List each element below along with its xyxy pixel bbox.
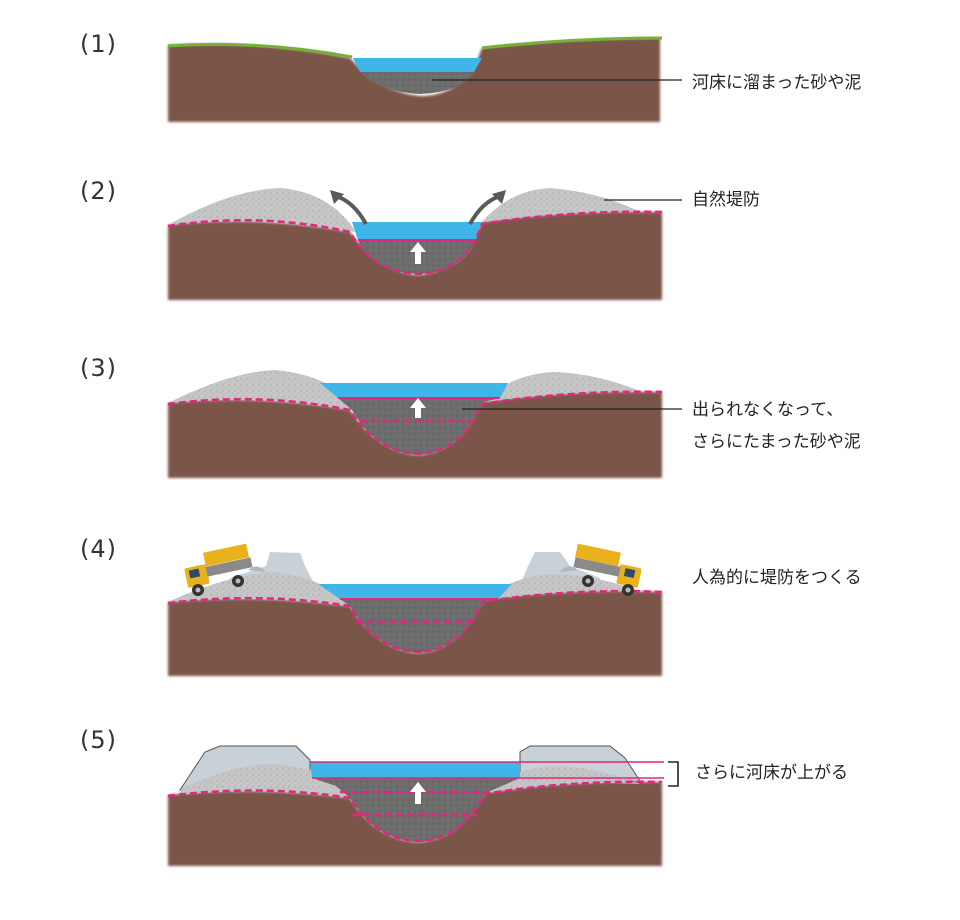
soil — [168, 38, 660, 122]
soil — [168, 211, 662, 300]
water — [318, 584, 512, 599]
natural-levee-right — [488, 766, 640, 792]
step-5-number: (5) — [80, 726, 117, 754]
old-ground-dashed — [167, 780, 663, 843]
old-ground-dashed — [167, 210, 663, 276]
grass-right — [481, 36, 663, 50]
water — [310, 762, 520, 778]
panel-1 — [167, 36, 682, 122]
dump-truck-right-icon — [560, 543, 642, 596]
up-arrow-icon — [410, 782, 426, 804]
trapped-sediment-label-line1: 出られなくなって、 — [692, 400, 844, 420]
natural-levee-left — [168, 572, 350, 606]
soil — [168, 591, 662, 676]
natural-levee-right — [484, 372, 642, 402]
overflow-arrow-right-head — [492, 190, 506, 204]
water — [353, 58, 482, 72]
up-arrow-icon — [410, 398, 426, 418]
natural-levee-right — [482, 188, 640, 222]
water — [320, 383, 508, 398]
overflow-arrow-left-head — [330, 190, 344, 204]
sediment-label: 河床に溜まった砂や泥 — [692, 73, 862, 93]
panel-5 — [167, 745, 679, 866]
grass-left — [167, 42, 353, 59]
artificial-levee-label: 人為的に堤防をつくる — [692, 568, 862, 588]
dump-truck-left-icon — [184, 543, 266, 596]
panel-2 — [167, 188, 682, 300]
panel-4 — [167, 543, 663, 676]
sediment — [340, 599, 498, 653]
water — [352, 222, 482, 240]
old-ground-dashed — [167, 589, 663, 654]
sediment — [360, 72, 474, 94]
old-ground-dashed — [167, 390, 663, 456]
panel-3 — [167, 370, 682, 478]
soil — [168, 781, 662, 866]
trapped-sediment-label-line2: さらにたまった砂や泥 — [692, 432, 861, 452]
step-4-number: (4) — [80, 535, 117, 563]
soil — [168, 391, 662, 478]
sediment — [312, 778, 520, 842]
rise-bracket — [668, 761, 679, 787]
up-arrow-icon — [410, 242, 426, 264]
natural-levee-left — [180, 764, 350, 798]
natural-levee-label: 自然堤防 — [692, 190, 760, 210]
step-2-number: (2) — [80, 177, 117, 205]
step-3-number: (3) — [80, 354, 117, 382]
step-1-number: (1) — [80, 30, 117, 58]
riverbed-rise-label: さらに河床が上がる — [695, 763, 848, 783]
natural-levee-right — [486, 574, 642, 600]
